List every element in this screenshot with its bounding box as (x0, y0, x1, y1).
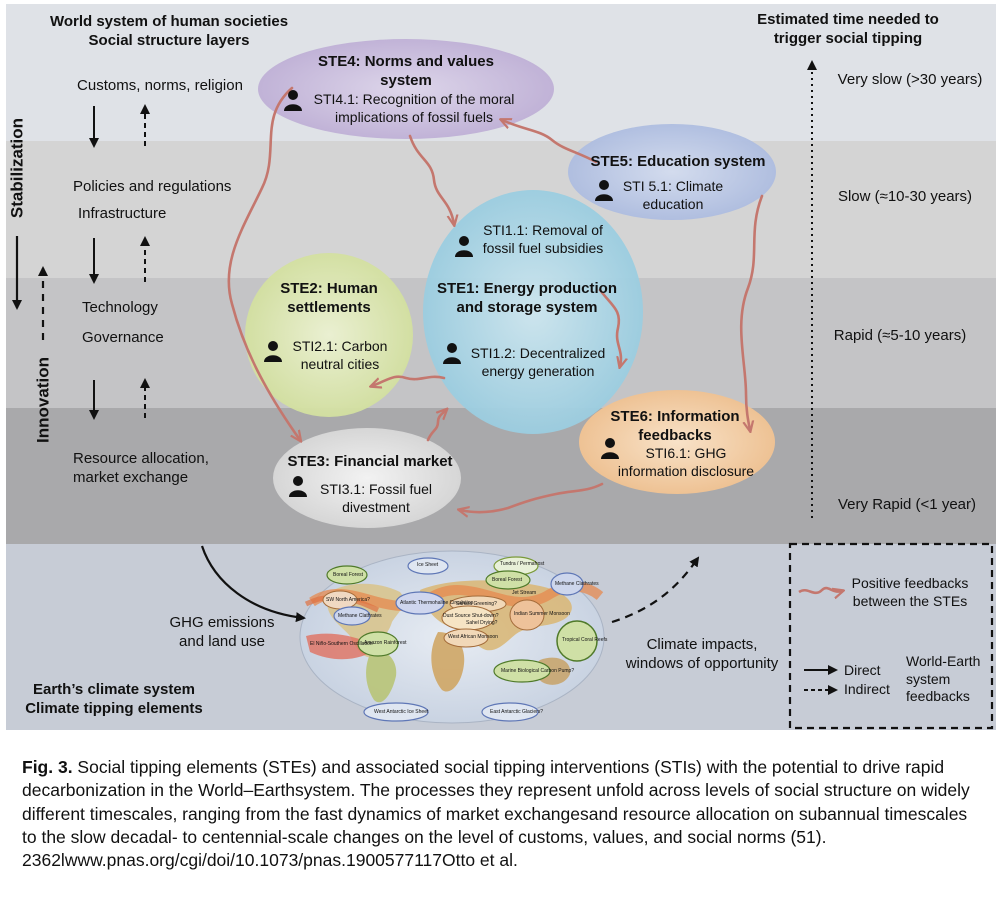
legend-box (788, 542, 994, 730)
person-icon (284, 90, 302, 111)
map-label-boreal-b: Boreal Forest (492, 577, 523, 583)
ste4-title: STE4: Norms and values system (318, 53, 494, 89)
layer-infrastructure: Infrastructure (78, 205, 167, 222)
ste5-title: STE5: Education system (590, 153, 766, 170)
ste-feedback-arrows (227, 86, 764, 512)
climate-system-label: Earth’s climate system Climate tipping e… (25, 681, 203, 717)
map-label-methane2: Methane Clathrates (338, 613, 382, 619)
timescale-slow: Slow (≈10-30 years) (837, 188, 973, 205)
left-header: World system of human societies Social s… (49, 13, 289, 49)
map-label-amazon: Amazon Rainforest (364, 640, 407, 646)
ste4-ellipse (258, 39, 554, 139)
legend-indirect-label: Indirect (844, 681, 890, 697)
ste1-ellipse (423, 190, 643, 434)
innovation-label: Innovation (33, 357, 53, 443)
person-icon (264, 341, 282, 362)
ste4-sti: STI4.1: Recognition of the moral implica… (313, 91, 515, 125)
layer-customs: Customs, norms, religion (77, 77, 243, 94)
legend-world-earth-label: World-Earth system feedbacks (906, 653, 981, 704)
map-label-wa-monsoon: West African Monsoon (448, 634, 498, 640)
map-label-atlantic: Atlantic Thermohaline Circulation (400, 600, 474, 606)
layer-resource: Resource allocation, market exchange (73, 450, 209, 486)
map-label-tundra: Tundra / Permafrost (500, 561, 545, 567)
ste5-ellipse (568, 124, 776, 220)
timescale-very-slow: Very slow (>30 years) (837, 71, 983, 88)
ste1-sti-a: STI1.1: Removal of fossil fuel subsidies (482, 222, 604, 256)
map-label-sw-na: SW North America? (326, 597, 370, 603)
legend-direct-label: Direct (844, 662, 881, 678)
caption-line-4: to the slow decadal- to centennial-scale… (22, 826, 827, 847)
layer-governance: Governance (82, 329, 164, 346)
map-label-indian: Indian Summer Monsoon (514, 611, 570, 617)
map-label-dust: Dust Source Shut-down? (443, 613, 499, 619)
right-header: Estimated time needed to trigger social … (757, 11, 939, 47)
band-very-rapid (6, 408, 996, 544)
layer-policies: Policies and regulations (73, 178, 232, 195)
caption-line-5: 2362lwww.pnas.org/cgi/doi/10.1073/pnas.1… (22, 850, 518, 871)
ste2-ellipse (245, 253, 413, 417)
person-icon (455, 236, 473, 257)
person-icon (595, 180, 613, 201)
layer-technology: Technology (82, 299, 158, 316)
ste6-title: STE6: Information feedbacks (610, 408, 740, 444)
caption-line-3: different timescales, ranging from the f… (22, 803, 968, 824)
map-label-jet-stream: Jet Stream (512, 590, 537, 596)
map-label-ice-sheet: Ice Sheet (417, 562, 439, 568)
ste5-sti: STI 5.1: Climate education (622, 178, 724, 212)
stabilization-label: Stabilization (7, 117, 27, 219)
map-label-wais: West Antarctic Ice Sheet (374, 709, 429, 715)
map-label-marine: Marine Biological Carbon Pump? (501, 668, 575, 674)
map-label-methane: Methane Clathrates (555, 581, 599, 587)
caption-line-2: decarbonization in the World–Earthsystem… (22, 780, 970, 801)
ste1-sti-b: STI1.2: Decentralized energy generation (470, 345, 606, 379)
ste2-title: STE2: Human settlements (280, 280, 378, 316)
map-label-east-ant: East Antarctic Glaciers? (490, 709, 544, 715)
map-label-boreal-a: Boreal Forest (333, 572, 364, 578)
timescale-very-rapid: Very Rapid (<1 year) (838, 496, 976, 513)
ste3-sti: STI3.1: Fossil fuel divestment (319, 481, 433, 515)
ste6-sti: STI6.1: GHG information disclosure (617, 445, 755, 479)
ghg-label: GHG emissions and land use (169, 614, 275, 650)
figure: World system of human societies Social s… (6, 4, 996, 730)
map-label-sahel: Sahel Drying? (466, 620, 498, 626)
figure-caption: Fig. 3. Social tipping elements (STEs) a… (22, 756, 982, 872)
layer-arrows (89, 104, 150, 420)
ste6-ellipse (579, 390, 775, 494)
person-icon (443, 343, 461, 364)
ste1-title: STE1: Energy production and storage syst… (436, 280, 618, 316)
ste2-sti: STI2.1: Carbon neutral cities (292, 338, 388, 372)
map-label-sahara: Sahara Greening? (456, 601, 497, 607)
ste3-ellipse (273, 428, 461, 528)
ghg-arrow (200, 545, 306, 623)
legend-positive-arrow (798, 586, 842, 593)
impacts-label: Climate impacts, windows of opportunity (625, 636, 779, 672)
person-icon (289, 476, 307, 497)
caption-line-1: Social tipping elements (STEs) and assoc… (72, 757, 945, 777)
caption-label: Fig. 3. (22, 757, 73, 777)
earth-map (299, 550, 605, 724)
map-label-el-nino: El Niño-Southern Oscillation (310, 641, 373, 647)
person-icon (601, 438, 619, 459)
diagram-canvas (6, 4, 996, 730)
ste3-title: STE3: Financial market (287, 453, 453, 470)
timescale-rapid: Rapid (≈5-10 years) (833, 327, 967, 344)
legend-positive-label: Positive feedbacks between the STEs (851, 575, 969, 609)
map-label-reefs: Tropical Coral Reefs (562, 637, 608, 643)
